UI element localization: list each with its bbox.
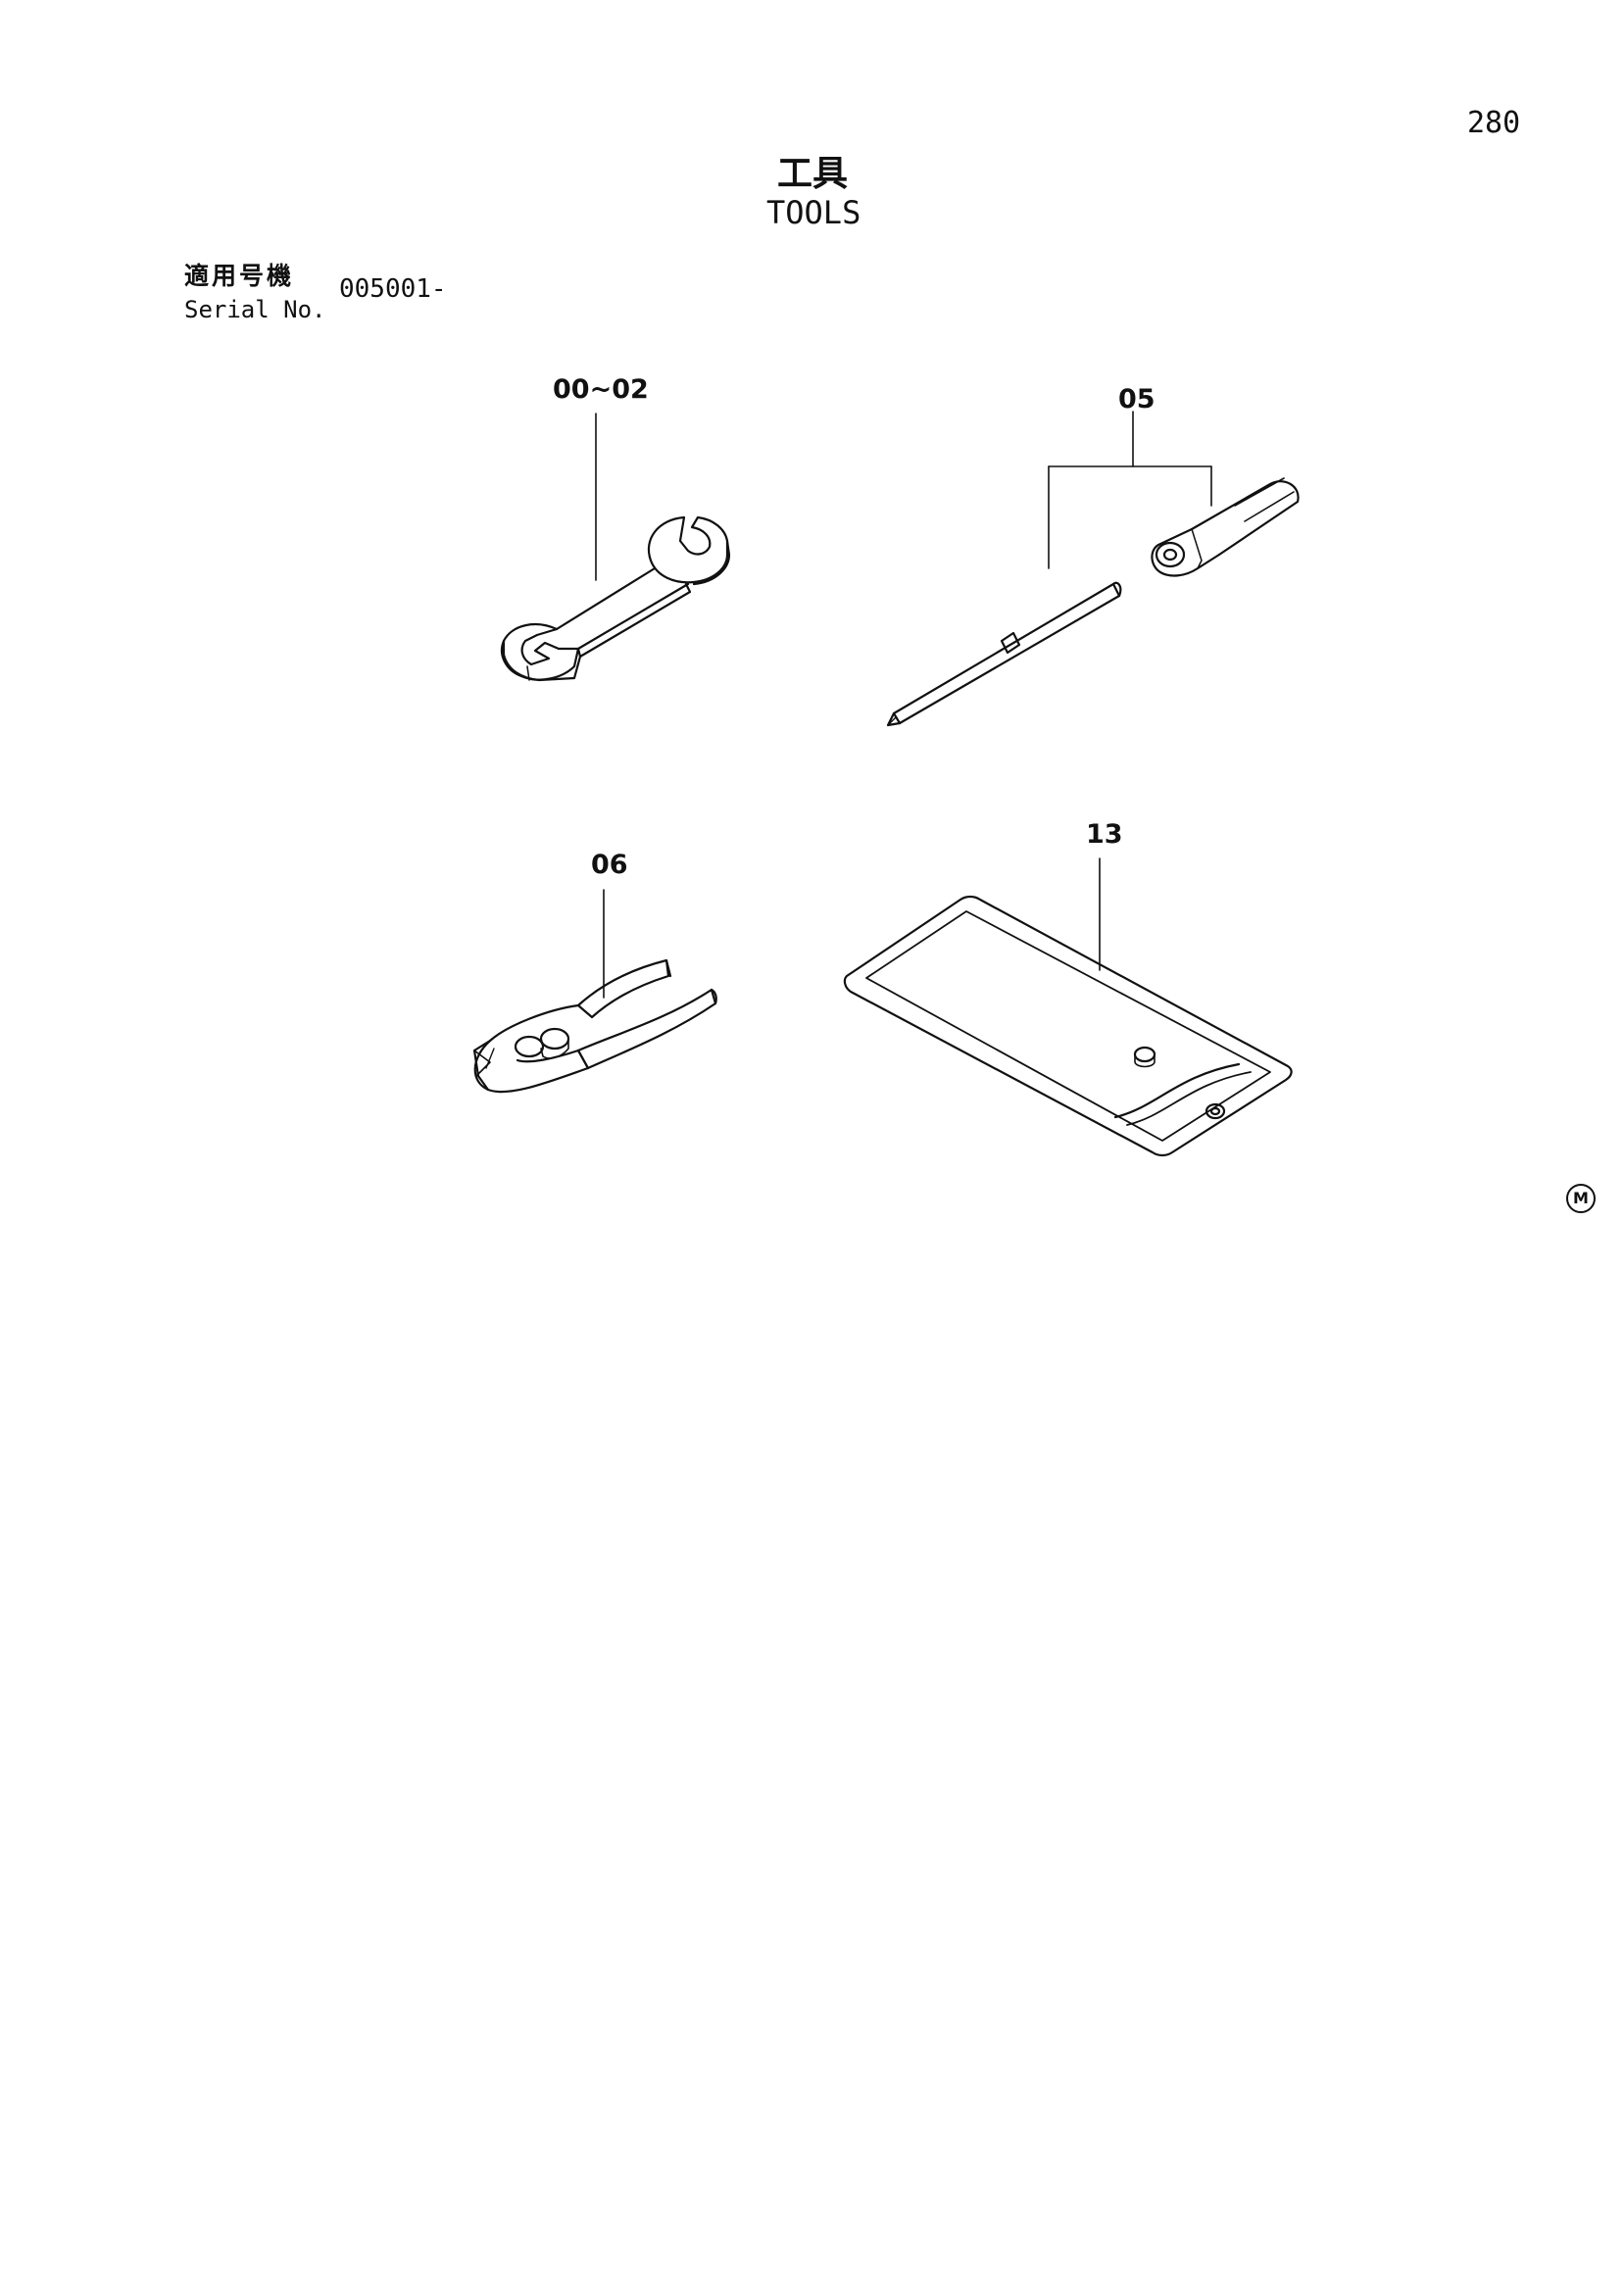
callout-pliers: 06 [591, 850, 628, 880]
pliers-illustration [472, 889, 717, 1094]
serial-number-value: 005001- [339, 274, 447, 304]
callout-wrench: 00~02 [553, 374, 649, 405]
revision-mark: M [1566, 1184, 1596, 1213]
screwdriver-set-illustration [886, 411, 1300, 727]
tool-bag-illustration [843, 857, 1293, 1157]
callout-tool-bag: 13 [1086, 819, 1123, 850]
wrench-illustration [500, 413, 731, 682]
page-number: 280 [1467, 106, 1521, 140]
serial-label-japanese: 適用号機 [184, 262, 295, 290]
page-title-japanese: 工具 [777, 154, 849, 194]
page-title: TOOLS [766, 194, 861, 231]
serial-label: Serial No. [184, 296, 326, 323]
callout-screwdriver-set: 05 [1118, 384, 1156, 415]
